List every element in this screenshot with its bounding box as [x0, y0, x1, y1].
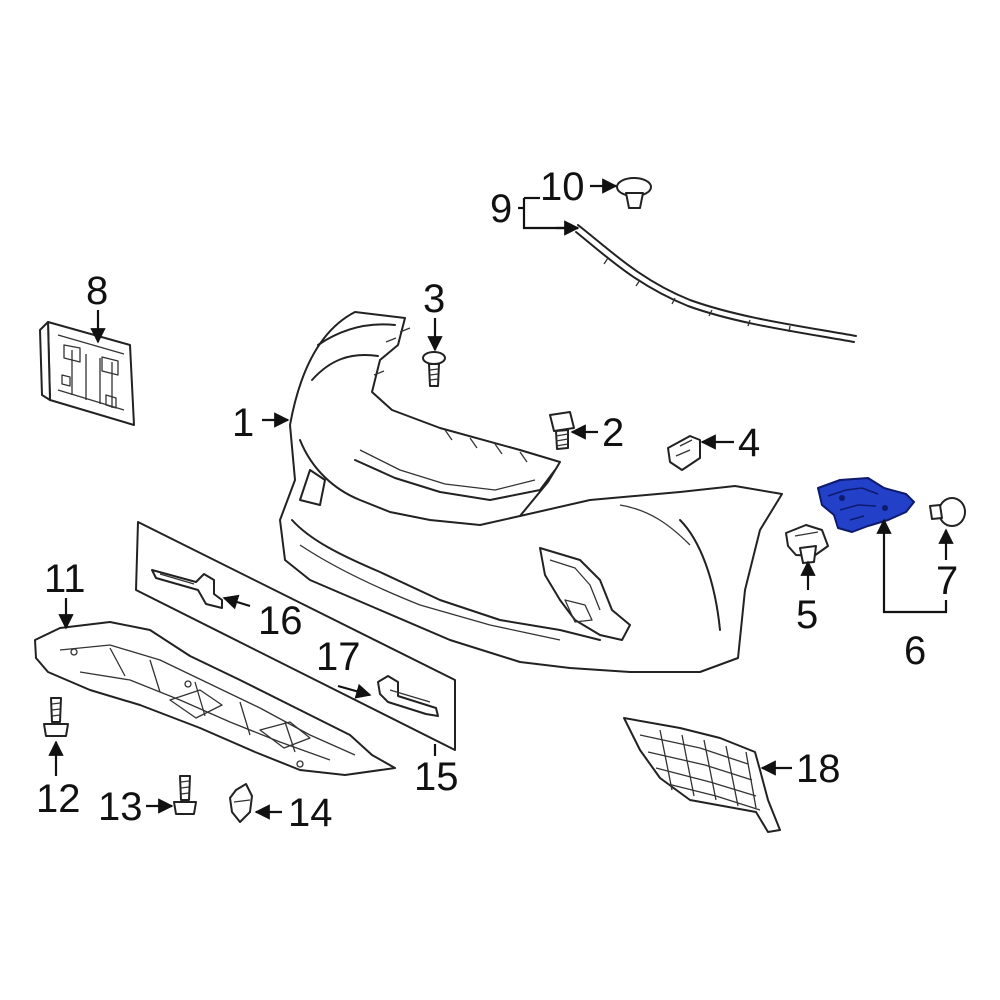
callout-1: 1 [232, 401, 254, 445]
callout-8: 8 [86, 269, 108, 313]
grille-part-18[interactable] [623, 717, 781, 833]
molding-part-9[interactable] [575, 224, 857, 343]
clip-part-14[interactable] [229, 783, 253, 823]
callout-17: 17 [316, 635, 361, 679]
leader-lines [48, 178, 954, 820]
retainer-part-5[interactable] [785, 524, 829, 564]
bracket-part-16[interactable] [151, 569, 223, 609]
callout-7: 7 [936, 559, 958, 603]
callout-9: 9 [490, 187, 512, 231]
callout-15: 15 [414, 755, 459, 799]
license-bracket-part-8[interactable] [39, 321, 135, 426]
bracket-set-part-15[interactable] [135, 521, 456, 751]
callout-2: 2 [602, 411, 624, 455]
callout-4: 4 [738, 421, 760, 465]
callout-3: 3 [423, 277, 445, 321]
callout-11: 11 [44, 557, 86, 601]
bracket-part-17[interactable] [377, 675, 439, 717]
pin-part-7[interactable] [929, 497, 966, 527]
callout-labels: 1 2 3 4 5 6 7 8 9 10 11 12 13 14 15 16 1… [36, 165, 958, 835]
bolt-part-2[interactable] [549, 411, 575, 450]
bolt-part-13[interactable] [173, 775, 197, 815]
screw-part-3[interactable] [422, 351, 446, 387]
callout-6: 6 [904, 629, 926, 673]
under-cover-part-11[interactable] [34, 621, 396, 776]
bolt-part-12[interactable] [43, 697, 69, 737]
callout-13: 13 [98, 785, 143, 829]
callout-10: 10 [540, 165, 585, 209]
callout-16: 16 [258, 599, 303, 643]
callout-5: 5 [796, 593, 818, 637]
callout-18: 18 [796, 747, 841, 791]
clip-part-10[interactable] [616, 177, 652, 209]
clip-part-4[interactable] [667, 435, 701, 471]
callout-12: 12 [36, 777, 81, 821]
callout-14: 14 [288, 791, 333, 835]
bracket-part-6[interactable] [817, 477, 915, 533]
bumper-cover[interactable] [279, 311, 783, 673]
